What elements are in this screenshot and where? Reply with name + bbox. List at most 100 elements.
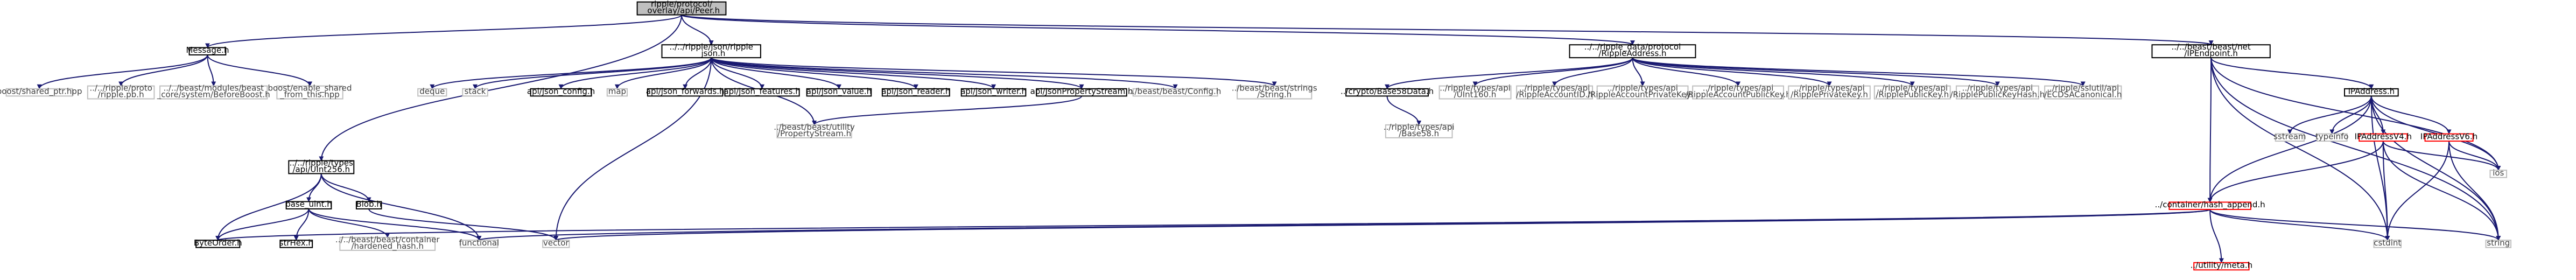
edge-ipendpoint-to-string [2210,58,2501,241]
edge-ipaddress-to-hash_append [2207,96,2372,203]
edge-hash_append-to-cstdint [2209,209,2390,241]
node-box [2359,133,2408,142]
node-label: api/json_config.h [527,87,595,97]
node-label: /RipplePublicKey.h [1876,90,1949,100]
edge-ipaddress-to-typeinfo [2329,96,2372,135]
node-rippleaddress[interactable]: ../../ripple_data/protocol/RippleAddress… [1569,42,1696,59]
node-label: api/json_writer.h [960,87,1027,97]
node-blob[interactable]: Blob.h [355,199,382,209]
node-stack[interactable]: stack [462,87,488,97]
node-enable_shared[interactable]: boost/enable_shared_from_this.hpp [268,83,352,100]
node-base58data[interactable]: ../crypto/Base58Data.h [1340,87,1434,97]
node-label: /RippleAccountID.h [1516,90,1593,100]
node-publickeyhash[interactable]: ../ripple/types/api/RipplePublicKeyHash.… [1950,83,2045,100]
edge-root-to-uint256 [319,15,683,162]
node-box [1569,44,1696,59]
node-string[interactable]: string [2485,238,2512,248]
edge-json_propertystream-to-propertystream [812,95,1083,125]
node-typeinfo[interactable]: typeinfo [2315,131,2349,142]
node-box [960,88,1027,97]
edge-ipaddressv4-to-cstdint [2382,141,2390,241]
node-shared_ptr[interactable]: boost/shared_ptr.hpp [0,87,82,97]
node-box [462,88,488,97]
edge-uint256-to-byteorder [215,173,322,241]
node-json_reader[interactable]: api/json_reader.h [881,87,950,97]
node-label: /RippleAccountPublicKey.h [1685,90,1791,100]
edge-rippleaddress-to-accountprivatekey [1632,58,1645,87]
node-ios[interactable]: ios [2489,168,2508,178]
node-label: _json.h [697,48,725,59]
node-box [661,44,761,59]
edge-json-to-json_forwards [683,58,712,89]
node-json_writer[interactable]: api/json_writer.h [960,87,1027,97]
node-label: boost/enable_shared [268,83,352,94]
node-ipaddressv6[interactable]: IPAddressV6.h [2420,131,2477,142]
node-box [339,236,436,251]
node-publickey[interactable]: ../ripple/types/api/RipplePublicKey.h [1873,83,1951,100]
node-hardened_hash[interactable]: ../../beast/beast/container/hardened_has… [335,235,440,251]
node-box [2373,240,2402,248]
node-uint256[interactable]: ../../ripple/types/api/UInt256.h [288,158,355,174]
edge-message-to-enable_shared [207,54,312,87]
edge-root-to-message [205,14,683,48]
node-label: api/json_forwards.h [646,87,725,97]
node-cstdint[interactable]: cstdint [2373,238,2402,248]
node-label: IPAddress.h [2348,87,2395,96]
node-deque[interactable]: deque [417,87,447,97]
node-beast_config[interactable]: ../beast/beast/Config.h [1129,87,1221,97]
node-accountid[interactable]: ../ripple/types/api/RippleAccountID.h [1516,83,1593,100]
node-ipaddressv4[interactable]: IPAddressV4.h [2355,131,2412,142]
node-json_features[interactable]: api/json_features.h [724,87,800,97]
node-ecdsacanonical[interactable]: ../ripple/sslutil/api/ECDSACanonical.h [2044,83,2122,100]
node-box [806,88,872,97]
node-json_propertystream[interactable]: api/JsonPropertyStream.h [1030,87,1133,97]
node-functional[interactable]: functional [459,238,500,248]
node-label: Blob.h [356,199,381,209]
node-box [2168,201,2251,210]
node-box [417,88,447,97]
node-label: api/json_features.h [724,87,800,97]
node-sstream[interactable]: sstream [2273,131,2306,142]
node-label: ../beast/beast/utility [774,122,855,132]
node-box [1036,88,1127,97]
node-base_uint[interactable]: base_uint.h [285,199,332,209]
node-ipaddress[interactable]: IPAddress.h [2344,87,2399,97]
node-json_forwards[interactable]: api/json_forwards.h [646,87,725,97]
node-label: ../ripple/types/api [1440,83,1511,93]
node-box [1692,85,1784,100]
node-map[interactable]: map [606,87,628,97]
edge-ipendpoint-to-ipaddress [2210,57,2374,89]
node-label: api/json_reader.h [881,87,950,97]
node-byteorder[interactable]: ByteOrder.h [194,238,242,248]
node-label: ../../beast/modules/beast [163,83,264,93]
node-strhex[interactable]: strHex.h [279,238,313,248]
node-box [1955,85,2039,100]
node-box [276,85,343,100]
edge-ipendpoint-to-hash_append [2207,58,2213,203]
edge-ipaddressv4-to-string [2382,141,2501,241]
node-label: ../ripple/types/api [1877,83,1948,93]
node-json_value[interactable]: api/json_value.h [806,87,872,97]
node-hash_append[interactable]: ../container/hash_append.h [2155,200,2265,210]
node-core_beforeboost[interactable]: ../../beast/modules/beast_core/system/Be… [157,83,270,100]
node-message[interactable]: Message.h [186,45,229,55]
node-ripple_pb[interactable]: ../../ripple/proto/ripple.pb.h [87,83,155,100]
node-box [1596,85,1689,100]
node-privatekey[interactable]: ../ripple/types/api/RipplePrivateKey.h [1788,83,1871,100]
node-uint160[interactable]: ../ripple/types/api/UInt160.h [1438,83,1512,100]
node-base58[interactable]: ../ripple/types/api/Base58.h [1384,122,1455,138]
node-accountpublickey[interactable]: ../ripple/types/api/RippleAccountPublicK… [1685,83,1791,100]
node-propertystream[interactable]: ../beast/beast/utility/PropertyStream.h [774,122,855,138]
node-box [195,240,241,248]
node-json[interactable]: ../../ripple/json/ripple_json.h [661,42,761,59]
node-ipendpoint[interactable]: ../../beast/beast/net/IPEndpoint.h [2151,42,2271,58]
node-meta[interactable]: ../utility/meta.h [2191,261,2252,271]
node-json_config[interactable]: api/json_config.h [527,87,595,97]
node-vector[interactable]: vector [542,238,570,248]
edge-message-to-core_beforeboost [207,54,216,87]
node-box [1237,85,1312,100]
node-beast_strings[interactable]: ../beast/beast/strings/String.h [1232,83,1317,100]
node-accountprivatekey[interactable]: ../ripple/types/api/RippleAccountPrivate… [1588,83,1697,100]
node-label: ios [2493,168,2504,178]
